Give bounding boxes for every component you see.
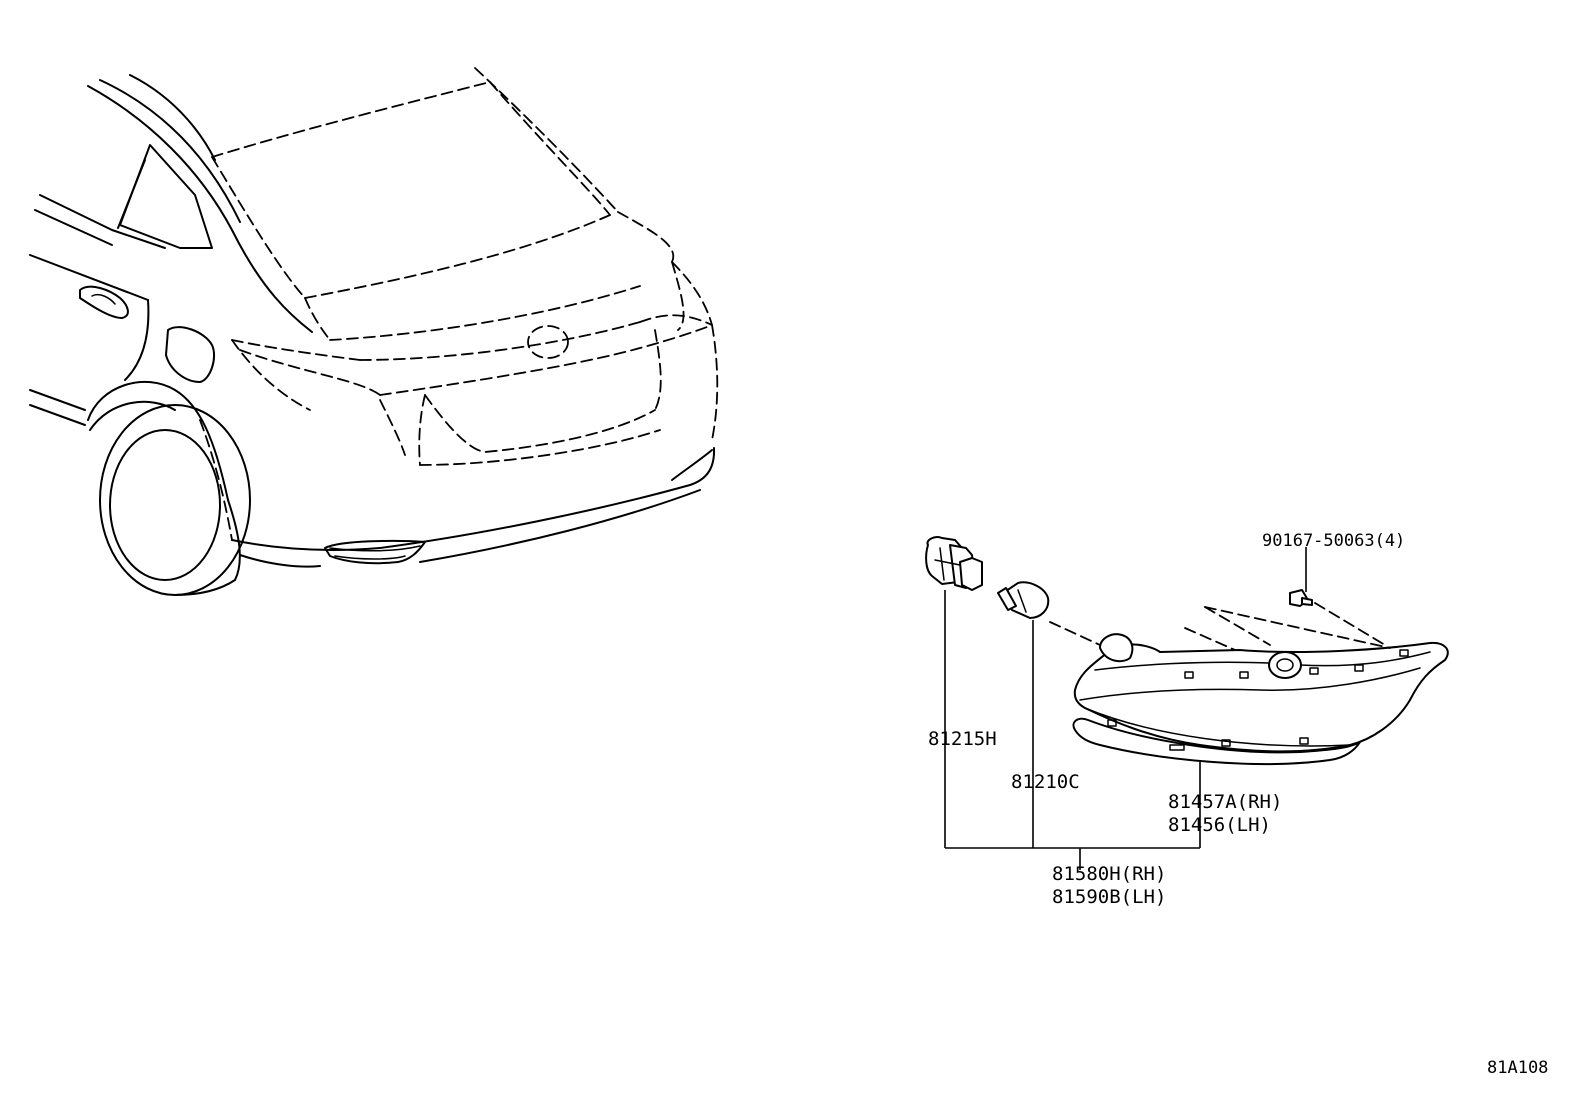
label-lamp-rh: 81457A(RH): [1168, 791, 1282, 813]
bulb-install-line: [1049, 621, 1101, 646]
label-socket: 81215H: [928, 728, 997, 750]
label-assy-lh: 81590B(LH): [1052, 886, 1166, 908]
socket-part: [925, 536, 983, 591]
socket-install-line: [1184, 627, 1236, 651]
lamp-body-part: [1072, 633, 1449, 765]
bolt-install-line-2: [1204, 606, 1391, 649]
label-lamp-lh: 81456(LH): [1168, 814, 1271, 836]
diagram-id: 81A108: [1487, 1058, 1548, 1078]
bolt-install-line-1: [1314, 602, 1386, 646]
leader-lines: [944, 547, 1307, 870]
label-bulb: 81210C: [1011, 771, 1080, 793]
car-rear-illustration: [29, 67, 719, 596]
label-bolt: 90167-50063(4): [1262, 531, 1405, 551]
bulb-part: [997, 581, 1050, 619]
bolt-part: [1289, 589, 1313, 607]
bolt-install-line-3: [1204, 606, 1271, 646]
label-assy-rh: 81580H(RH): [1052, 863, 1166, 885]
